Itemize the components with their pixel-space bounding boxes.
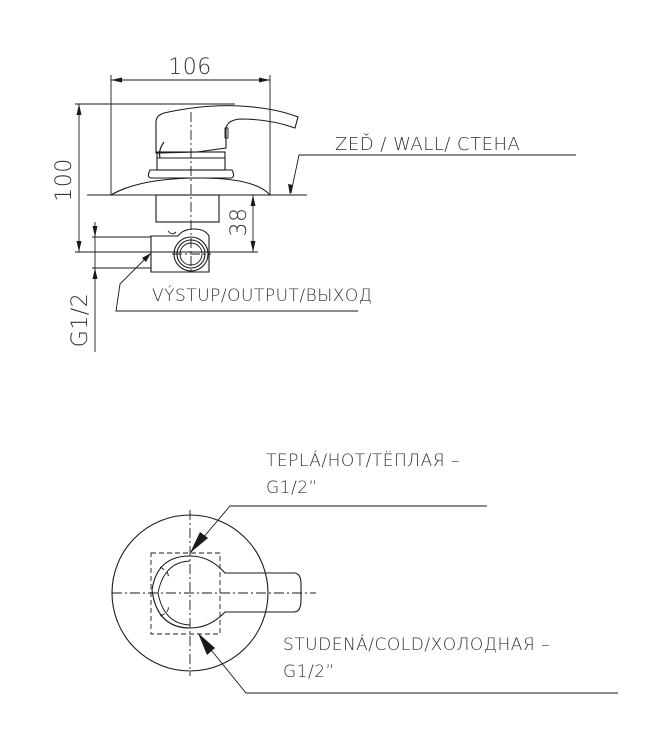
side-view	[75, 75, 576, 352]
top-view	[111, 505, 618, 694]
hot-inlet-label: TEPLÁ/HOT/TЁПЛАЯ –	[266, 451, 460, 471]
wall-label: ZEĎ / WALL/ CTEHA	[335, 134, 521, 155]
cold-inlet-thread: G1/2”	[283, 662, 335, 682]
dim-thread-g12: G1/2	[68, 293, 93, 347]
dim-height-100: 100	[52, 158, 77, 202]
cold-inlet-label: STUDENÁ/COLD/ХОЛОДНАЯ –	[283, 635, 551, 655]
output-label: VÝSTUP/OUTPUT/ВЫХОД	[152, 286, 373, 306]
hot-inlet-thread: G1/2”	[266, 478, 318, 498]
dim-depth-38: 38	[227, 208, 252, 237]
dim-width-106: 106	[168, 55, 212, 80]
